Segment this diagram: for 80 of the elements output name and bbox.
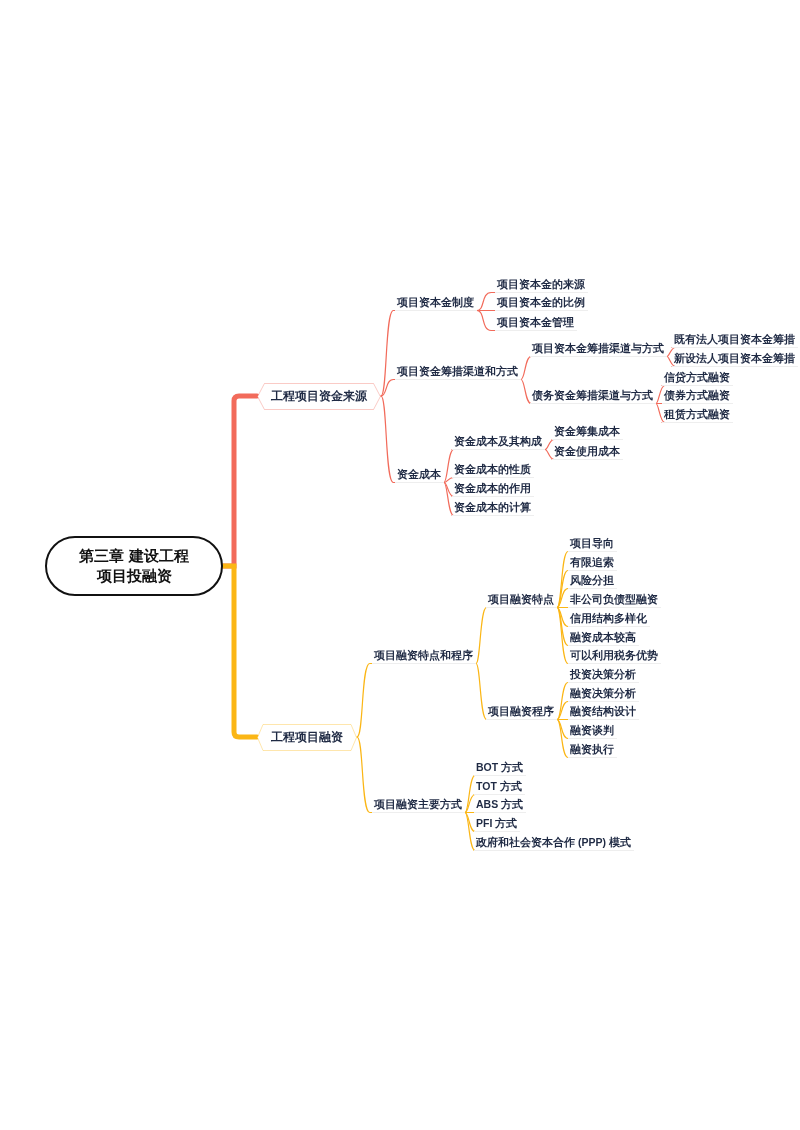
branch-label: PFI 方式 <box>474 816 521 832</box>
branch-line <box>556 718 569 759</box>
branch-label: 有限追索 <box>568 555 617 571</box>
branch-label: 融资执行 <box>568 742 617 758</box>
branch-line <box>380 309 396 397</box>
branch-label: 投资决策分析 <box>568 667 639 683</box>
branch-label: 风险分担 <box>568 573 617 589</box>
branch-line <box>475 606 488 665</box>
branch-line <box>556 718 569 721</box>
branch-line <box>464 811 476 852</box>
branch-label: 资金成本的作用 <box>452 481 534 497</box>
branch-label: BOT 方式 <box>474 760 527 776</box>
branch-line <box>380 395 396 484</box>
central-topic-box: 第三章 建设工程项目投融资 <box>45 536 223 596</box>
branch-line <box>464 811 476 814</box>
branch-label: 项目融资特点 <box>486 592 557 608</box>
branch-line <box>443 476 455 484</box>
branch-label: 资金成本的性质 <box>452 462 534 478</box>
branch-label: 资金筹集成本 <box>552 424 623 440</box>
branch-line <box>443 481 455 498</box>
branch-label: 项目融资主要方式 <box>372 797 465 813</box>
branch-label: 债券方式融资 <box>662 388 733 404</box>
branch-label: 可以利用税务优势 <box>568 648 661 664</box>
branch-line <box>556 718 569 740</box>
branch-line <box>544 438 555 451</box>
branch-line <box>464 811 476 833</box>
branch-label: 债务资金筹措渠道与方式 <box>530 388 656 404</box>
branch-label: 融资结构设计 <box>568 704 639 720</box>
branch-line <box>556 587 569 609</box>
branch-label: 项目导向 <box>568 536 617 552</box>
branch-label: 资金成本及其构成 <box>452 434 545 450</box>
branch-line <box>476 291 496 312</box>
branch-line <box>464 793 476 814</box>
branch-label: 项目资本金筹措渠道与方式 <box>530 341 667 357</box>
branch-line <box>556 681 569 721</box>
branch-line <box>556 569 569 609</box>
branch-label: 项目资本金管理 <box>495 315 577 331</box>
topic-box: 工程项目融资 <box>257 723 357 751</box>
branch-line <box>464 774 476 814</box>
branch-label: 资金成本的计算 <box>452 500 534 516</box>
branch-label: 项目融资程序 <box>486 704 557 720</box>
branch-label: TOT 方式 <box>474 779 525 795</box>
branch-line <box>655 384 666 405</box>
branch-label: 非公司负债型融资 <box>568 592 661 608</box>
branch-line <box>544 448 555 461</box>
branch-label: 融资成本较高 <box>568 630 639 646</box>
branch-label: 既有法人项目资本金筹措 <box>672 332 798 348</box>
branch-label: 融资决策分析 <box>568 686 639 702</box>
branch-line <box>380 378 396 397</box>
branch-label: 信贷方式融资 <box>662 370 733 386</box>
branch-label: 信用结构多样化 <box>568 611 650 627</box>
branch-line <box>556 606 569 609</box>
branch-label: 项目资金筹措渠道和方式 <box>395 364 521 380</box>
branch-line <box>443 481 455 517</box>
branch-label: 项目融资特点和程序 <box>372 648 476 664</box>
branch-label: 新设法人项目资本金筹措 <box>672 351 798 367</box>
branch-line <box>356 662 373 738</box>
branch-label: 资金使用成本 <box>552 444 623 460</box>
branch-line <box>666 355 676 368</box>
branch-line <box>356 736 373 814</box>
branch-label: 融资谈判 <box>568 723 617 739</box>
branch-line <box>443 448 455 484</box>
branch-label: 租赁方式融资 <box>662 407 733 423</box>
branch-line <box>556 606 569 665</box>
branch-line <box>655 402 666 424</box>
branch-line <box>666 346 676 358</box>
branch-line <box>476 309 496 312</box>
branch-label: 项目资本金的比例 <box>495 295 588 311</box>
branch-line <box>556 606 569 628</box>
branch-line <box>476 309 496 332</box>
branch-label: 项目资本金的来源 <box>495 277 588 293</box>
branch-line <box>475 662 488 721</box>
branch-label: 资金成本 <box>395 467 444 483</box>
topic-box: 工程项目资金来源 <box>257 382 381 410</box>
branch-label: ABS 方式 <box>474 797 527 813</box>
branch-label: 政府和社会资本合作 (PPP) 模式 <box>474 835 634 851</box>
branch-line <box>520 378 532 405</box>
branch-line <box>520 355 532 381</box>
branch-line <box>556 700 569 721</box>
branch-label: 项目资本金制度 <box>395 295 477 311</box>
